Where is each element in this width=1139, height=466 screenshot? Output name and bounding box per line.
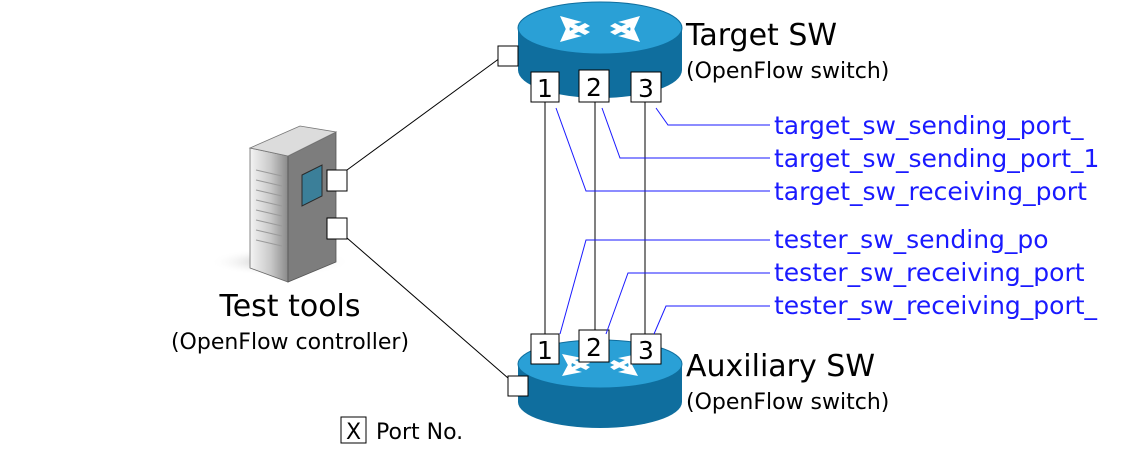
svg-text:1: 1 bbox=[537, 74, 553, 103]
callout-tester-sw-receiving-port-2: tester_sw_receiving_port_ bbox=[774, 291, 1098, 320]
target-switch-subtitle: (OpenFlow switch) bbox=[686, 59, 889, 84]
target-switch-name: Target SW bbox=[685, 18, 837, 53]
svg-text:3: 3 bbox=[638, 336, 654, 365]
svg-text:1: 1 bbox=[537, 336, 553, 365]
callout-tester-sw-sending-port: tester_sw_sending_po bbox=[774, 225, 1049, 254]
svg-text:X: X bbox=[346, 420, 361, 445]
target-switch-port-3: 3 bbox=[630, 71, 662, 103]
server-port-lower bbox=[326, 217, 348, 240]
auxiliary-switch-subtitle: (OpenFlow switch) bbox=[686, 390, 889, 415]
target-switch-port-2: 2 bbox=[578, 69, 610, 103]
auxiliary-switch-port-1: 1 bbox=[530, 333, 560, 365]
svg-text:2: 2 bbox=[586, 73, 602, 102]
server-port-upper bbox=[326, 169, 348, 192]
tester-name: Test tools bbox=[218, 289, 360, 324]
callout-tester-sw-receiving-port-1: tester_sw_receiving_port bbox=[774, 258, 1085, 287]
target-switch-control-port bbox=[497, 45, 519, 67]
auxiliary-switch-port-3: 3 bbox=[630, 333, 662, 365]
target-switch-port-1: 1 bbox=[530, 71, 560, 103]
auxiliary-switch-name: Auxiliary SW bbox=[686, 349, 875, 384]
svg-text:3: 3 bbox=[638, 74, 654, 103]
auxiliary-switch-control-port bbox=[507, 375, 529, 397]
tester-subtitle: (OpenFlow controller) bbox=[171, 330, 409, 355]
callout-target-sw-sending-port-2: target_sw_sending_port_ bbox=[774, 111, 1084, 140]
legend-port-symbol: X bbox=[340, 416, 367, 445]
controller-link-target bbox=[346, 57, 501, 171]
server-icon bbox=[210, 125, 350, 283]
callout-leaders bbox=[555, 107, 770, 335]
callout-target-sw-sending-port-1: target_sw_sending_port_1 bbox=[774, 144, 1099, 173]
callout-target-sw-receiving-port: target_sw_receiving_port bbox=[774, 177, 1087, 206]
legend-label: Port No. bbox=[376, 420, 463, 445]
svg-text:2: 2 bbox=[586, 333, 602, 362]
auxiliary-switch-port-2: 2 bbox=[578, 329, 610, 363]
controller-link-auxiliary bbox=[346, 237, 509, 379]
